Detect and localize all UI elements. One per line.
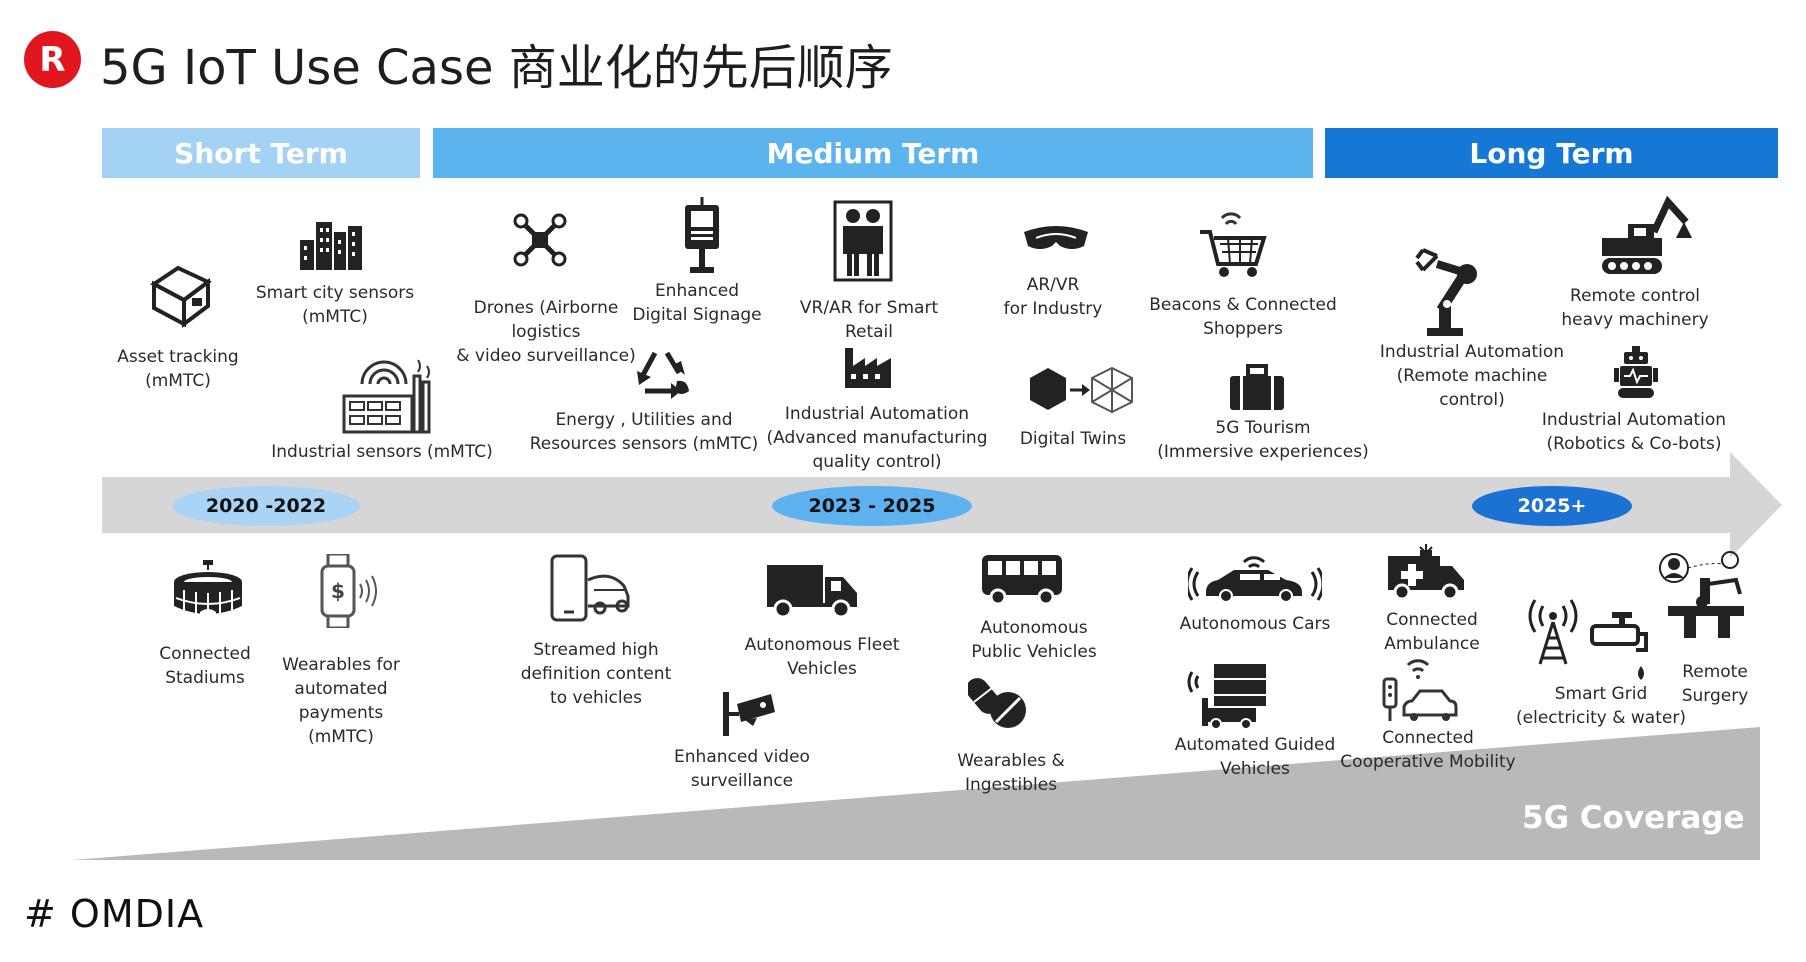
- period-pill-2025: 2025+: [1472, 486, 1632, 526]
- label-smart-grid: Smart Grid(electricity & water): [1516, 684, 1686, 728]
- vr-goggles-icon: [1022, 224, 1090, 252]
- shopping-cart-wifi-icon: [1198, 206, 1268, 280]
- label-industrial-automation-robotics: Industrial Automation(Robotics & Co-bots…: [1541, 410, 1727, 454]
- label-industrial-sensors: Industrial sensors (mMTC): [271, 442, 493, 462]
- label-industrial-automation-advanced: Industrial Automation(Advanced manufactu…: [766, 404, 988, 472]
- medium-term-header: Medium Term: [433, 128, 1313, 178]
- label-digital-twins: Digital Twins: [1019, 429, 1127, 449]
- period-pill-2023: 2023 - 2025: [772, 486, 972, 526]
- coverage-label: 5G Coverage: [1522, 800, 1745, 836]
- remote-surgery-icon: [1658, 550, 1748, 642]
- robot-arm-icon: [1415, 248, 1495, 338]
- connected-car-icon: [1188, 550, 1322, 602]
- recycle-icon: [633, 345, 691, 400]
- stadium-icon: [170, 558, 246, 624]
- omdia-brand: # OMDIA: [24, 892, 205, 936]
- period-pill-2020: 2020 -2022: [172, 486, 360, 526]
- agv-forklift-icon: [1184, 662, 1270, 730]
- cooperative-mobility-icon: [1380, 655, 1458, 723]
- label-5g-tourism: 5G Tourism(Immersive experiences): [1157, 418, 1369, 462]
- brand-logo: R: [24, 31, 81, 88]
- label-asset-tracking: Asset tracking(mMTC): [117, 347, 239, 391]
- phone-car-icon: [550, 554, 632, 624]
- label-wearables-ingestibles: Wearables &Ingestibles: [957, 751, 1065, 795]
- suitcase-icon: [1228, 364, 1286, 412]
- page-title: 5G IoT Use Case 商业化的先后顺序: [100, 40, 893, 96]
- short-term-header: Short Term: [102, 128, 420, 178]
- coverage-wedge: [72, 727, 1760, 860]
- label-smart-city-sensors: Smart city sensors(mMTC): [255, 283, 415, 327]
- factory-icon: [843, 344, 893, 388]
- asset-box-icon: [148, 262, 214, 328]
- bus-icon: [980, 553, 1064, 605]
- factory-sensor-icon: [340, 356, 432, 436]
- digital-signage-icon: [682, 197, 722, 275]
- security-camera-icon: [721, 690, 777, 738]
- pills-icon: [968, 670, 1030, 732]
- ambulance-icon: [1386, 544, 1466, 602]
- vr-retail-icon: [833, 200, 893, 282]
- truck-icon: [765, 563, 859, 619]
- svg-text:$: $: [331, 579, 345, 603]
- cube-twins-icon: [1028, 364, 1134, 416]
- city-buildings-icon: [298, 218, 364, 270]
- label-autonomous-cars: Autonomous Cars: [1179, 614, 1331, 634]
- robot-icon: [1614, 346, 1658, 400]
- water-tap-icon: [1590, 610, 1652, 686]
- drone-icon: [512, 212, 568, 268]
- smartwatch-payment-icon: $: [320, 554, 378, 628]
- long-term-header: Long Term: [1325, 128, 1778, 178]
- excavator-icon: [1598, 196, 1694, 276]
- antenna-tower-icon: [1524, 598, 1582, 666]
